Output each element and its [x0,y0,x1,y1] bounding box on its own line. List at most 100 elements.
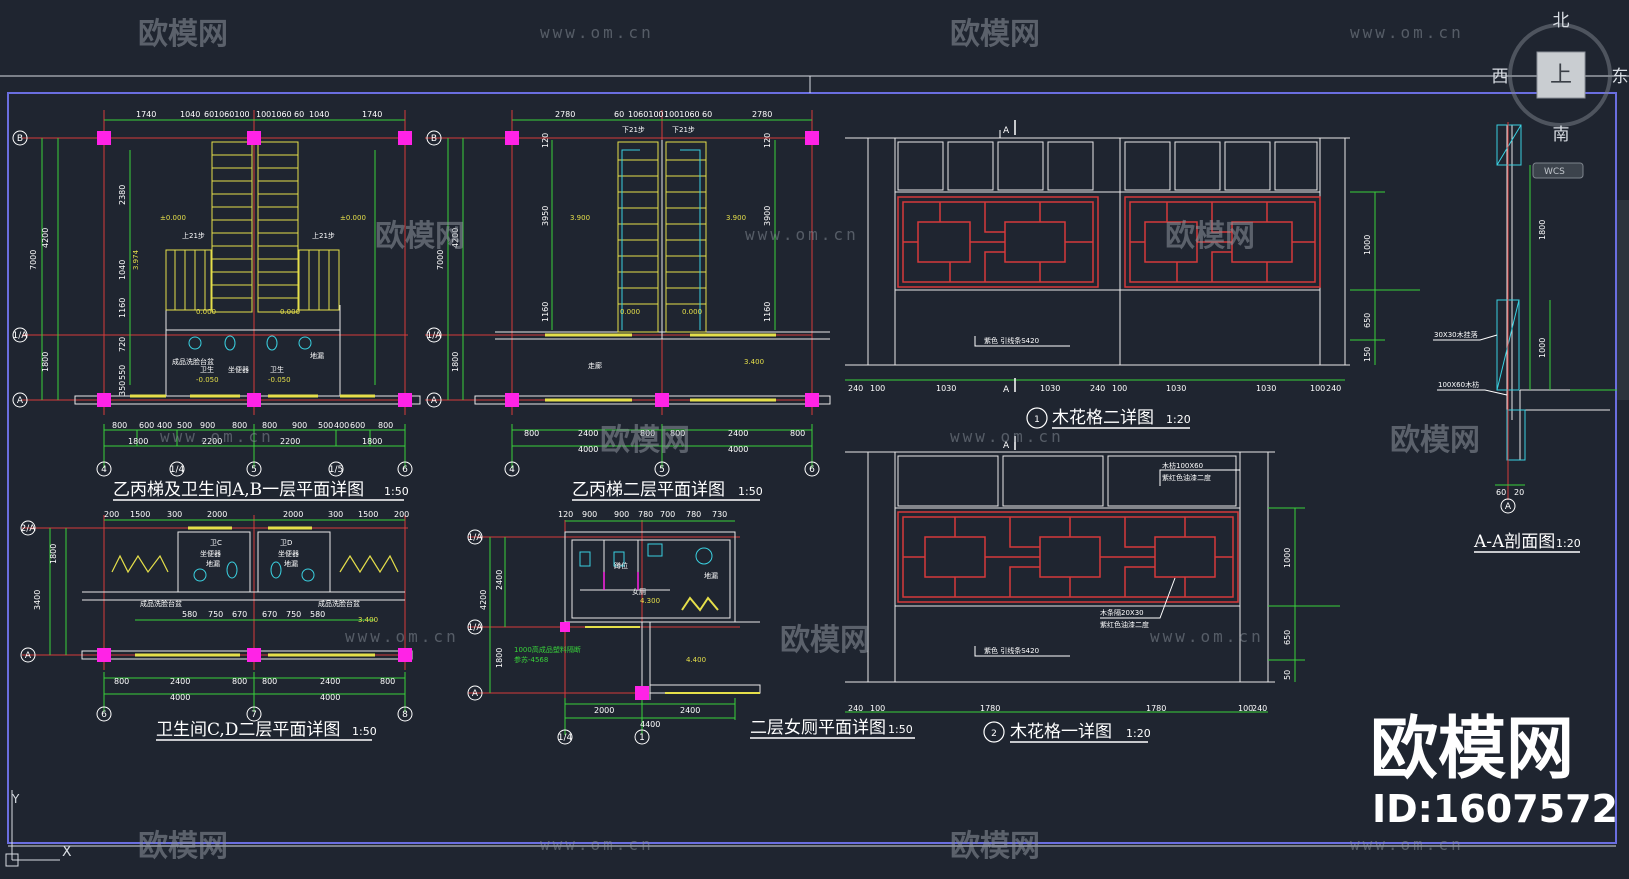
material-note: 紫色 引线条S420 [984,336,1039,345]
watermark-logo: 欧模网 [138,17,228,52]
watermark-layer: 欧模网 www.om.cn 欧模网 www.om.cn 欧模网 www.om.c… [138,17,1480,864]
fixture-note: 地漏 [310,351,324,360]
dim-text: 750 [286,610,301,619]
axis-label: 1/4 [558,733,573,743]
dim-text: 750 [208,610,223,619]
axis-label: A [25,651,32,661]
dim-text: 2380 [118,185,127,205]
level-mark: 0.000 [196,308,216,316]
drawing-scale: 1:50 [888,723,913,736]
viewcube-navigator[interactable]: 上 北 南 西 东 WCS [1492,11,1629,179]
dim-text: 1800 [49,544,58,564]
dim-text: 2400 [320,677,340,686]
level-mark: 3.400 [358,616,378,624]
brand-logo-text: 欧模网 [1370,710,1574,789]
stair-second-floor-plan[interactable]: B 1/A A 4 5 6 2780 60 1060100 1001060 60… [425,110,831,501]
dim-text: 400 [157,421,172,430]
watermark-logo: 欧模网 [375,219,465,254]
wood-lattice-1-elevation[interactable]: A 240 100 1780 1780 100 240 1000 650 50 … [845,436,1340,743]
level-mark: 4.300 [640,597,660,605]
watermark-url: www.om.cn [950,427,1064,446]
fixture-note: 坐便器 [228,365,249,374]
dim-text: 240 [848,704,863,713]
watermark-url: www.om.cn [1150,627,1264,646]
dim-text: 670 [232,610,247,619]
fixture-note: 成品洗脸台盆 [318,599,360,608]
stair-note: 上21步 [182,231,205,240]
watermark-url: www.om.cn [1350,835,1464,854]
material-note: 30X30木挂落 [1434,330,1478,339]
ucs-x-label: X [62,844,72,860]
compass-west[interactable]: 西 [1492,67,1509,87]
watermark-url: www.om.cn [540,23,654,42]
level-mark: 0.000 [620,308,640,316]
watermark-logo: 欧模网 [1165,219,1255,254]
partition-note: 参苏-4568 [514,655,548,664]
dim-text: 4000 [320,693,340,702]
axis-label: 8 [402,710,408,720]
section-mark: A [1003,441,1010,451]
dim-text: 150 [1363,347,1372,362]
dim-text: 240 [1326,384,1341,393]
axis-label: 6 [101,710,107,720]
dim-text: 2000 [594,706,614,715]
ucs-icon: Y X [5,790,72,867]
toilet-cd-second-floor-plan[interactable]: 2/A A 6 7 8 200 1500 300 2000 2000 300 1… [20,510,413,741]
dim-text: 200 [104,510,119,519]
dim-text: 800 [524,429,539,438]
dim-text: 800 [232,677,247,686]
watermark-url: www.om.cn [160,427,274,446]
compass-south[interactable]: 南 [1553,125,1570,145]
vertical-scrollbar[interactable] [1617,200,1629,400]
compass-ring[interactable] [1508,23,1612,127]
section-aa[interactable]: 1800 1000 60 20 30X30木挂落 100X60木枋 A A-A剖… [1433,122,1620,553]
dim-text: 1160 [118,298,127,318]
dim-text: 1500 [358,510,378,519]
dim-text: 240 [1090,384,1105,393]
compass-north[interactable]: 北 [1553,11,1570,31]
watermark-url: www.om.cn [1350,23,1464,42]
material-note: 紫红色油漆二度 [1100,620,1149,629]
dim-text: 1060100 [628,110,664,119]
dim-text: 4200 [479,590,488,610]
dim-text: 1030 [936,384,956,393]
level-mark: -0.050 [268,376,291,384]
fixture-note: 成品洗脸台盆 [172,357,214,366]
drawing-title: 木花格一详图 [1010,722,1112,742]
material-note: 紫红色油漆二度 [1162,473,1211,482]
women-toilet-plan[interactable]: 1/A 1/A A 1/4 1 120 900 900 780 700 780 … [467,510,915,745]
dim-text: 300 [328,510,343,519]
dim-text: 2400 [495,570,504,590]
drawing-scale: 1:20 [1166,413,1191,426]
watermark-url: www.om.cn [540,835,654,854]
watermark-url: www.om.cn [345,627,459,646]
dim-text: 800 [262,421,277,430]
dim-text: 7000 [29,250,38,270]
fixture-note: 地漏 [704,571,718,580]
drawing-scale: 1:20 [1126,727,1151,740]
fixture-note: 卫生 [270,365,284,374]
fixture-note: 卫生 [200,365,214,374]
dim-text: 1800 [41,352,50,372]
watermark-logo: 欧模网 [950,829,1040,864]
wcs-menu-button[interactable] [1532,162,1584,179]
dim-text: 900 [292,421,307,430]
dim-text: 2000 [207,510,227,519]
compass-east[interactable]: 东 [1612,67,1629,87]
material-note: 紫色 引线条S420 [984,646,1039,655]
axis-label: 1/A [427,331,443,341]
stair-note: 下21步 [622,126,645,134]
dim-text: 2400 [170,677,190,686]
wood-lattice-2-elevation[interactable]: A A 240 100 1030 1030 240 100 1030 1030 … [845,120,1420,429]
dim-text: 730 [712,510,727,519]
viewcube-face-label: 上 [1550,63,1572,88]
dim-text: 800 [378,421,393,430]
viewcube-top-face[interactable] [1536,51,1586,99]
dim-text: 1160 [763,302,772,322]
drawing-scale: 1:50 [352,725,377,738]
level-mark: 3.900 [570,214,590,222]
dim-text: 1001060 [256,110,292,119]
level-mark: 3.974 [132,249,140,270]
stair-first-floor-plan[interactable]: B 1/A A 4 1/4 5 1/5 6 1740 1040 60 10601… [12,110,421,501]
